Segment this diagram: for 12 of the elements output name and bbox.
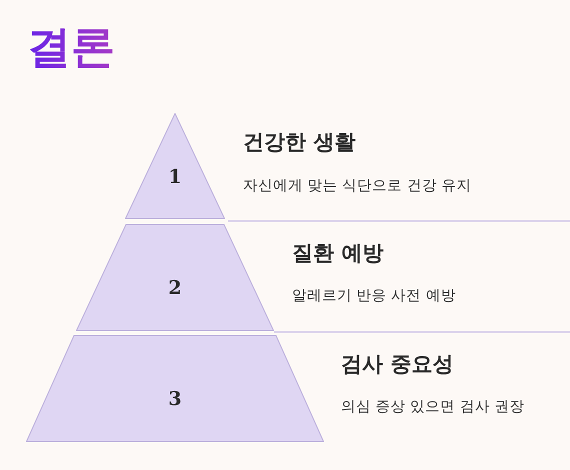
heading: 질환 예방	[292, 240, 384, 267]
pyramid-segment	[125, 113, 225, 219]
heading: 건강한 생활	[243, 129, 356, 156]
pyramid-segment	[26, 335, 324, 442]
step-number: 3	[168, 388, 182, 410]
step-number: 2	[168, 277, 182, 300]
heading: 검사 중요성	[341, 351, 454, 378]
description: 의심 증상 있으면 검사 권장	[341, 398, 524, 416]
step-number: 1	[168, 166, 182, 188]
description: 알레르기 반응 사전 예방	[292, 287, 456, 305]
description: 자신에게 맞는 식단으로 건강 유지	[243, 177, 472, 195]
pyramid-segment	[76, 224, 274, 331]
